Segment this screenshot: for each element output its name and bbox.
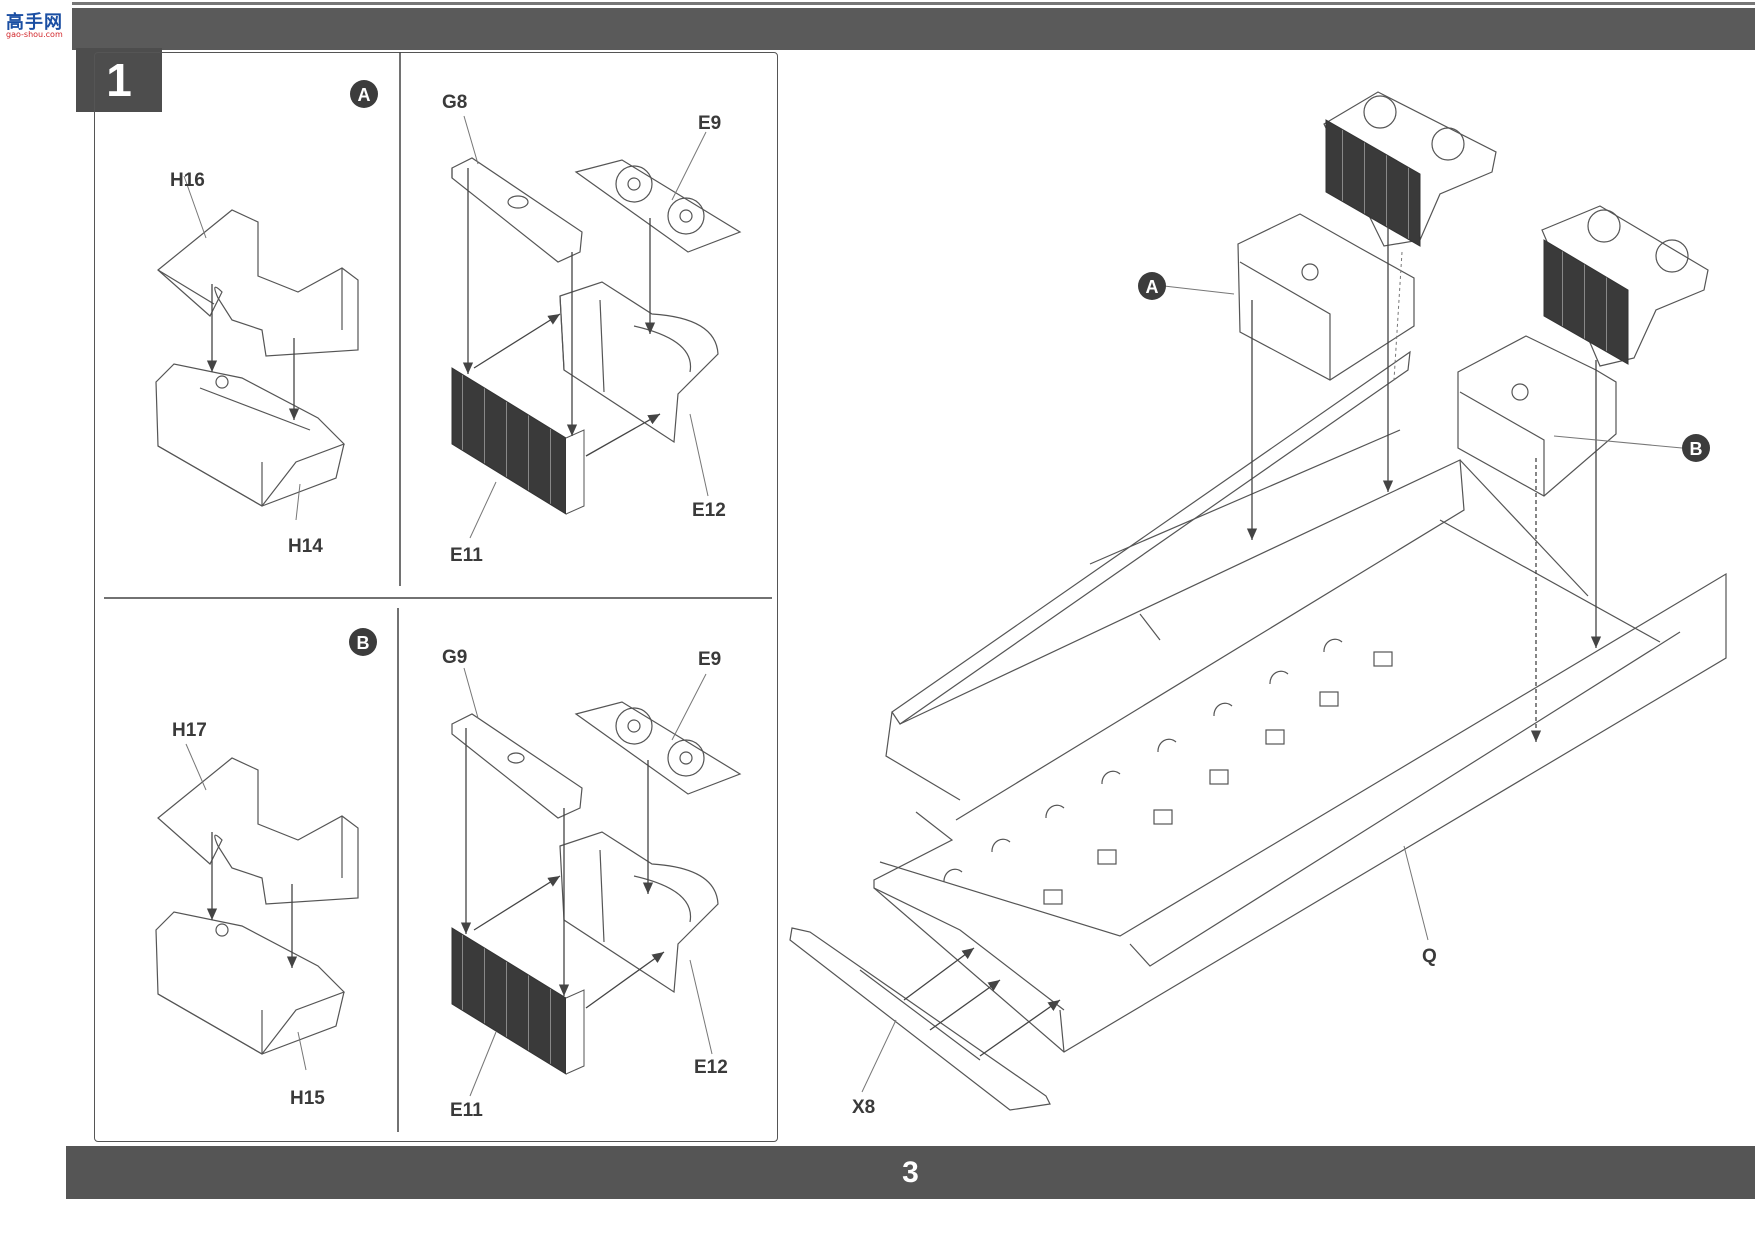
e9-part-drawing <box>574 159 742 253</box>
label-e9-upper: E9 <box>698 113 721 134</box>
assembly-b-radiator <box>1541 205 1709 367</box>
callout-b-label-panel: B <box>357 633 370 653</box>
g8-part-drawing <box>451 157 583 263</box>
e9-lower-part-drawing <box>574 701 742 795</box>
header-band <box>72 8 1755 50</box>
callout-a-label-panel: A <box>358 85 371 105</box>
callout-b-circle-main <box>1682 434 1710 462</box>
label-h14: H14 <box>288 536 323 557</box>
logo-main-text: 高手网 <box>6 12 63 33</box>
e12-lower-part-drawing <box>559 831 719 994</box>
callout-b-label-main: B <box>1690 439 1703 459</box>
assembly-a-grille <box>1325 119 1421 247</box>
h15-part-drawing <box>155 911 346 1055</box>
e12-part-drawing <box>559 281 719 444</box>
label-e12-upper: E12 <box>692 500 726 521</box>
page-number: 3 <box>902 1155 919 1189</box>
sub-assembly-frame <box>94 52 778 1142</box>
label-e12-lower: E12 <box>694 1057 728 1078</box>
e11-grille-drawing <box>451 367 585 515</box>
h16-part-drawing <box>157 209 359 357</box>
label-x8: X8 <box>852 1097 875 1118</box>
label-e11-lower: E11 <box>450 1100 483 1121</box>
label-e9-lower: E9 <box>698 649 721 670</box>
label-q: Q <box>1422 946 1437 967</box>
step-number-badge: 1 <box>76 48 162 112</box>
e11-lower-grille-drawing <box>451 927 585 1075</box>
callout-a-circle-main <box>1138 272 1166 300</box>
hull-return-roller-mounts <box>1043 651 1393 905</box>
top-rule <box>72 2 1755 5</box>
label-h17: H17 <box>172 720 207 741</box>
assembly-a-radiator <box>1323 91 1497 247</box>
footer-band: 3 <box>66 1146 1755 1199</box>
callout-b-circle-panel <box>349 628 377 656</box>
assembly-a-placed <box>1237 213 1415 381</box>
logo-sub-text: gao-shou.com <box>6 30 63 39</box>
x8-part-drawing <box>789 927 1051 1111</box>
assembly-b-placed <box>1457 335 1617 497</box>
callout-a-circle-panel <box>350 80 378 108</box>
label-g8: G8 <box>442 92 467 113</box>
label-g9: G9 <box>442 647 467 668</box>
label-h15: H15 <box>290 1088 325 1109</box>
label-e11-upper: E11 <box>450 545 483 566</box>
hull-bogie-mounts <box>943 638 1343 883</box>
callout-a-label-main: A <box>1146 277 1159 297</box>
assembly-b-grille <box>1543 239 1629 365</box>
h17-part-drawing <box>157 757 359 905</box>
g9-part-drawing <box>451 713 583 819</box>
site-logo: 高手网 gao-shou.com <box>6 6 70 40</box>
h14-part-drawing <box>155 363 346 507</box>
label-h16: H16 <box>170 170 205 191</box>
hull-q-drawing <box>873 350 1727 1053</box>
